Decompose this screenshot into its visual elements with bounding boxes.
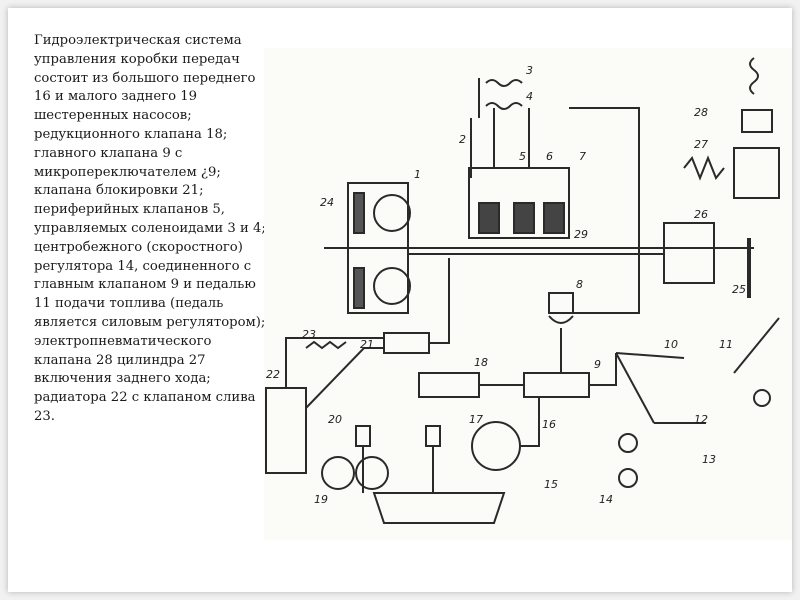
solenoid-3-coil — [485, 79, 523, 87]
oil-sump-15 — [372, 492, 506, 524]
line-lock-to-shaft — [429, 258, 450, 344]
filter-20 — [355, 425, 371, 447]
line-governor-to-solenoid — [569, 107, 640, 314]
line-radiator-drain — [305, 347, 384, 409]
label-6: 6 — [546, 150, 553, 163]
reverse-spring — [683, 155, 725, 181]
label-25: 25 — [732, 283, 746, 296]
label-10: 10 — [664, 338, 678, 351]
label-8: 8 — [576, 278, 583, 291]
governor-14-weight-lower — [618, 468, 638, 488]
lock-valve-21 — [383, 332, 430, 354]
pedal-pivot — [753, 389, 771, 407]
link-10 — [615, 352, 685, 359]
label-9: 9 — [594, 358, 601, 371]
label-27: 27 — [694, 138, 708, 151]
front-pump-16 — [471, 421, 521, 471]
clutch-pack-right — [543, 202, 565, 234]
governor-8-body — [548, 315, 574, 324]
label-28: 28 — [694, 106, 708, 119]
radiator-22 — [265, 387, 307, 474]
label-23: 23 — [302, 328, 316, 341]
label-29: 29 — [574, 228, 588, 241]
label-19: 19 — [314, 493, 328, 506]
slide: Гидроэлектрическая система управления ко… — [8, 8, 792, 592]
drain-valve-23 — [305, 340, 347, 350]
label-20: 20 — [328, 413, 342, 426]
converter-turbine-lower — [373, 267, 411, 305]
rear-pump-19-left — [321, 456, 355, 490]
label-21: 21 — [360, 338, 374, 351]
label-14: 14 — [599, 493, 613, 506]
converter-stator-upper — [353, 192, 365, 234]
reducing-valve-18 — [418, 372, 480, 398]
valve-block — [468, 167, 570, 239]
line-main-to-link — [589, 353, 617, 386]
label-24: 24 — [320, 196, 334, 209]
label-12: 12 — [694, 413, 708, 426]
reverse-cylinder-27 — [733, 147, 780, 199]
description-text: Гидроэлектрическая система управления ко… — [34, 33, 266, 424]
rear-pump-19-right — [355, 456, 389, 490]
label-26: 26 — [694, 208, 708, 221]
clutch-pack-center — [513, 202, 535, 234]
converter-turbine-upper — [373, 194, 411, 232]
clutch-pack-left — [478, 202, 500, 234]
label-4: 4 — [526, 90, 533, 103]
line-radiator-to-lock — [285, 337, 384, 388]
main-valve-9 — [523, 372, 590, 398]
planetary-gear-26 — [663, 222, 715, 284]
link-12 — [615, 352, 655, 424]
governor-14-weight-upper — [618, 433, 638, 453]
label-18: 18 — [474, 356, 488, 369]
label-1: 1 — [414, 168, 421, 181]
hydraulic-scheme-diagram: 1 2 3 4 5 6 7 8 9 10 11 12 13 14 15 16 1… — [265, 57, 780, 524]
label-3: 3 — [526, 64, 533, 77]
label-16: 16 — [542, 418, 556, 431]
label-13: 13 — [702, 453, 716, 466]
filter-17 — [425, 425, 441, 447]
fuel-pedal-11 — [733, 317, 780, 374]
electropneumatic-valve-28 — [741, 109, 773, 133]
converter-stator-lower — [353, 267, 365, 309]
label-2: 2 — [459, 133, 466, 146]
microswitch-8 — [548, 292, 574, 314]
valve-28-spring — [749, 57, 759, 95]
label-7: 7 — [579, 150, 586, 163]
hydraulic-scheme-figure: 1 2 3 4 5 6 7 8 9 10 11 12 13 14 15 16 1… — [264, 48, 792, 540]
line-pump16-to-main — [520, 397, 540, 447]
label-15: 15 — [544, 478, 558, 491]
label-5: 5 — [519, 150, 526, 163]
label-11: 11 — [719, 338, 733, 351]
solenoid-4-coil — [485, 102, 523, 110]
label-22: 22 — [266, 368, 280, 381]
label-17: 17 — [469, 413, 483, 426]
